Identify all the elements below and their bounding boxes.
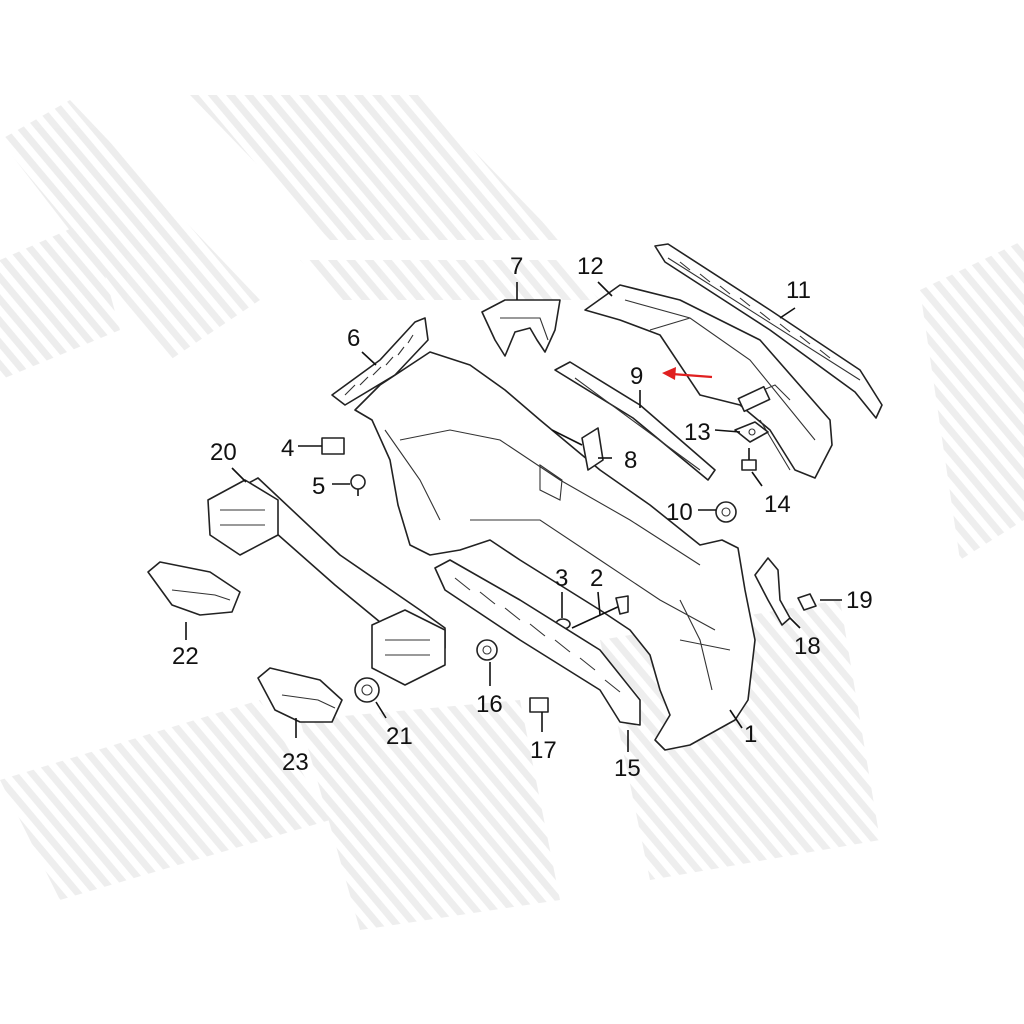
part-14-screw: [741, 448, 757, 471]
part-16-nut: [476, 639, 498, 661]
callout-9: 9: [630, 363, 643, 390]
callout-1: 1: [744, 721, 757, 748]
part-10-grommet: [715, 501, 737, 523]
part-2-rod: [571, 595, 629, 629]
part-1-bumper-cover: [354, 351, 756, 751]
part-9-trim-strip: [554, 361, 716, 481]
part-5-push-pin: [350, 474, 366, 496]
callout-21: 21: [386, 723, 413, 750]
callout-5: 5: [312, 473, 325, 500]
callout-17: 17: [530, 737, 557, 764]
callout-4: 4: [281, 435, 294, 462]
callout-19: 19: [846, 587, 873, 614]
part-17-bolt: [529, 697, 549, 713]
watermark: [0, 95, 1024, 930]
callout-8: 8: [624, 447, 637, 474]
callout-15: 15: [614, 755, 641, 782]
callout-20: 20: [210, 439, 237, 466]
leader-lines: [185, 281, 842, 752]
part-22-bracket: [147, 561, 241, 616]
highlight-arrow-icon: [662, 367, 713, 380]
part-18-side-bracket: [754, 557, 791, 626]
callout-3: 3: [555, 565, 568, 592]
callout-23: 23: [282, 749, 309, 776]
part-20-reinforcement-bar: [207, 477, 446, 686]
part-6-side-bracket: [331, 317, 429, 406]
part-8-hitch-cover: [551, 427, 604, 471]
callout-labels: 1 2 3 4 5 6 7 8 9 10 11 12 13 14 15 16 1…: [172, 253, 873, 782]
part-12-diffuser: [584, 284, 833, 479]
part-19-bolt: [797, 593, 817, 611]
callout-2: 2: [590, 565, 603, 592]
part-4-clip: [321, 437, 345, 455]
callout-6: 6: [347, 325, 360, 352]
callout-12: 12: [577, 253, 604, 280]
callout-10: 10: [666, 499, 693, 526]
part-23-bracket: [257, 667, 343, 723]
callout-18: 18: [794, 633, 821, 660]
callout-11: 11: [786, 277, 811, 304]
part-7-bracket: [481, 299, 561, 357]
callout-22: 22: [172, 643, 199, 670]
part-11-upper-trim-strip: [654, 243, 883, 419]
callout-16: 16: [476, 691, 503, 718]
callout-7: 7: [510, 253, 523, 280]
callout-14: 14: [764, 491, 791, 518]
part-21-nut: [354, 677, 380, 703]
callout-13: 13: [684, 419, 711, 446]
part-15-absorber: [434, 559, 641, 726]
part-13-clip: [734, 421, 769, 443]
